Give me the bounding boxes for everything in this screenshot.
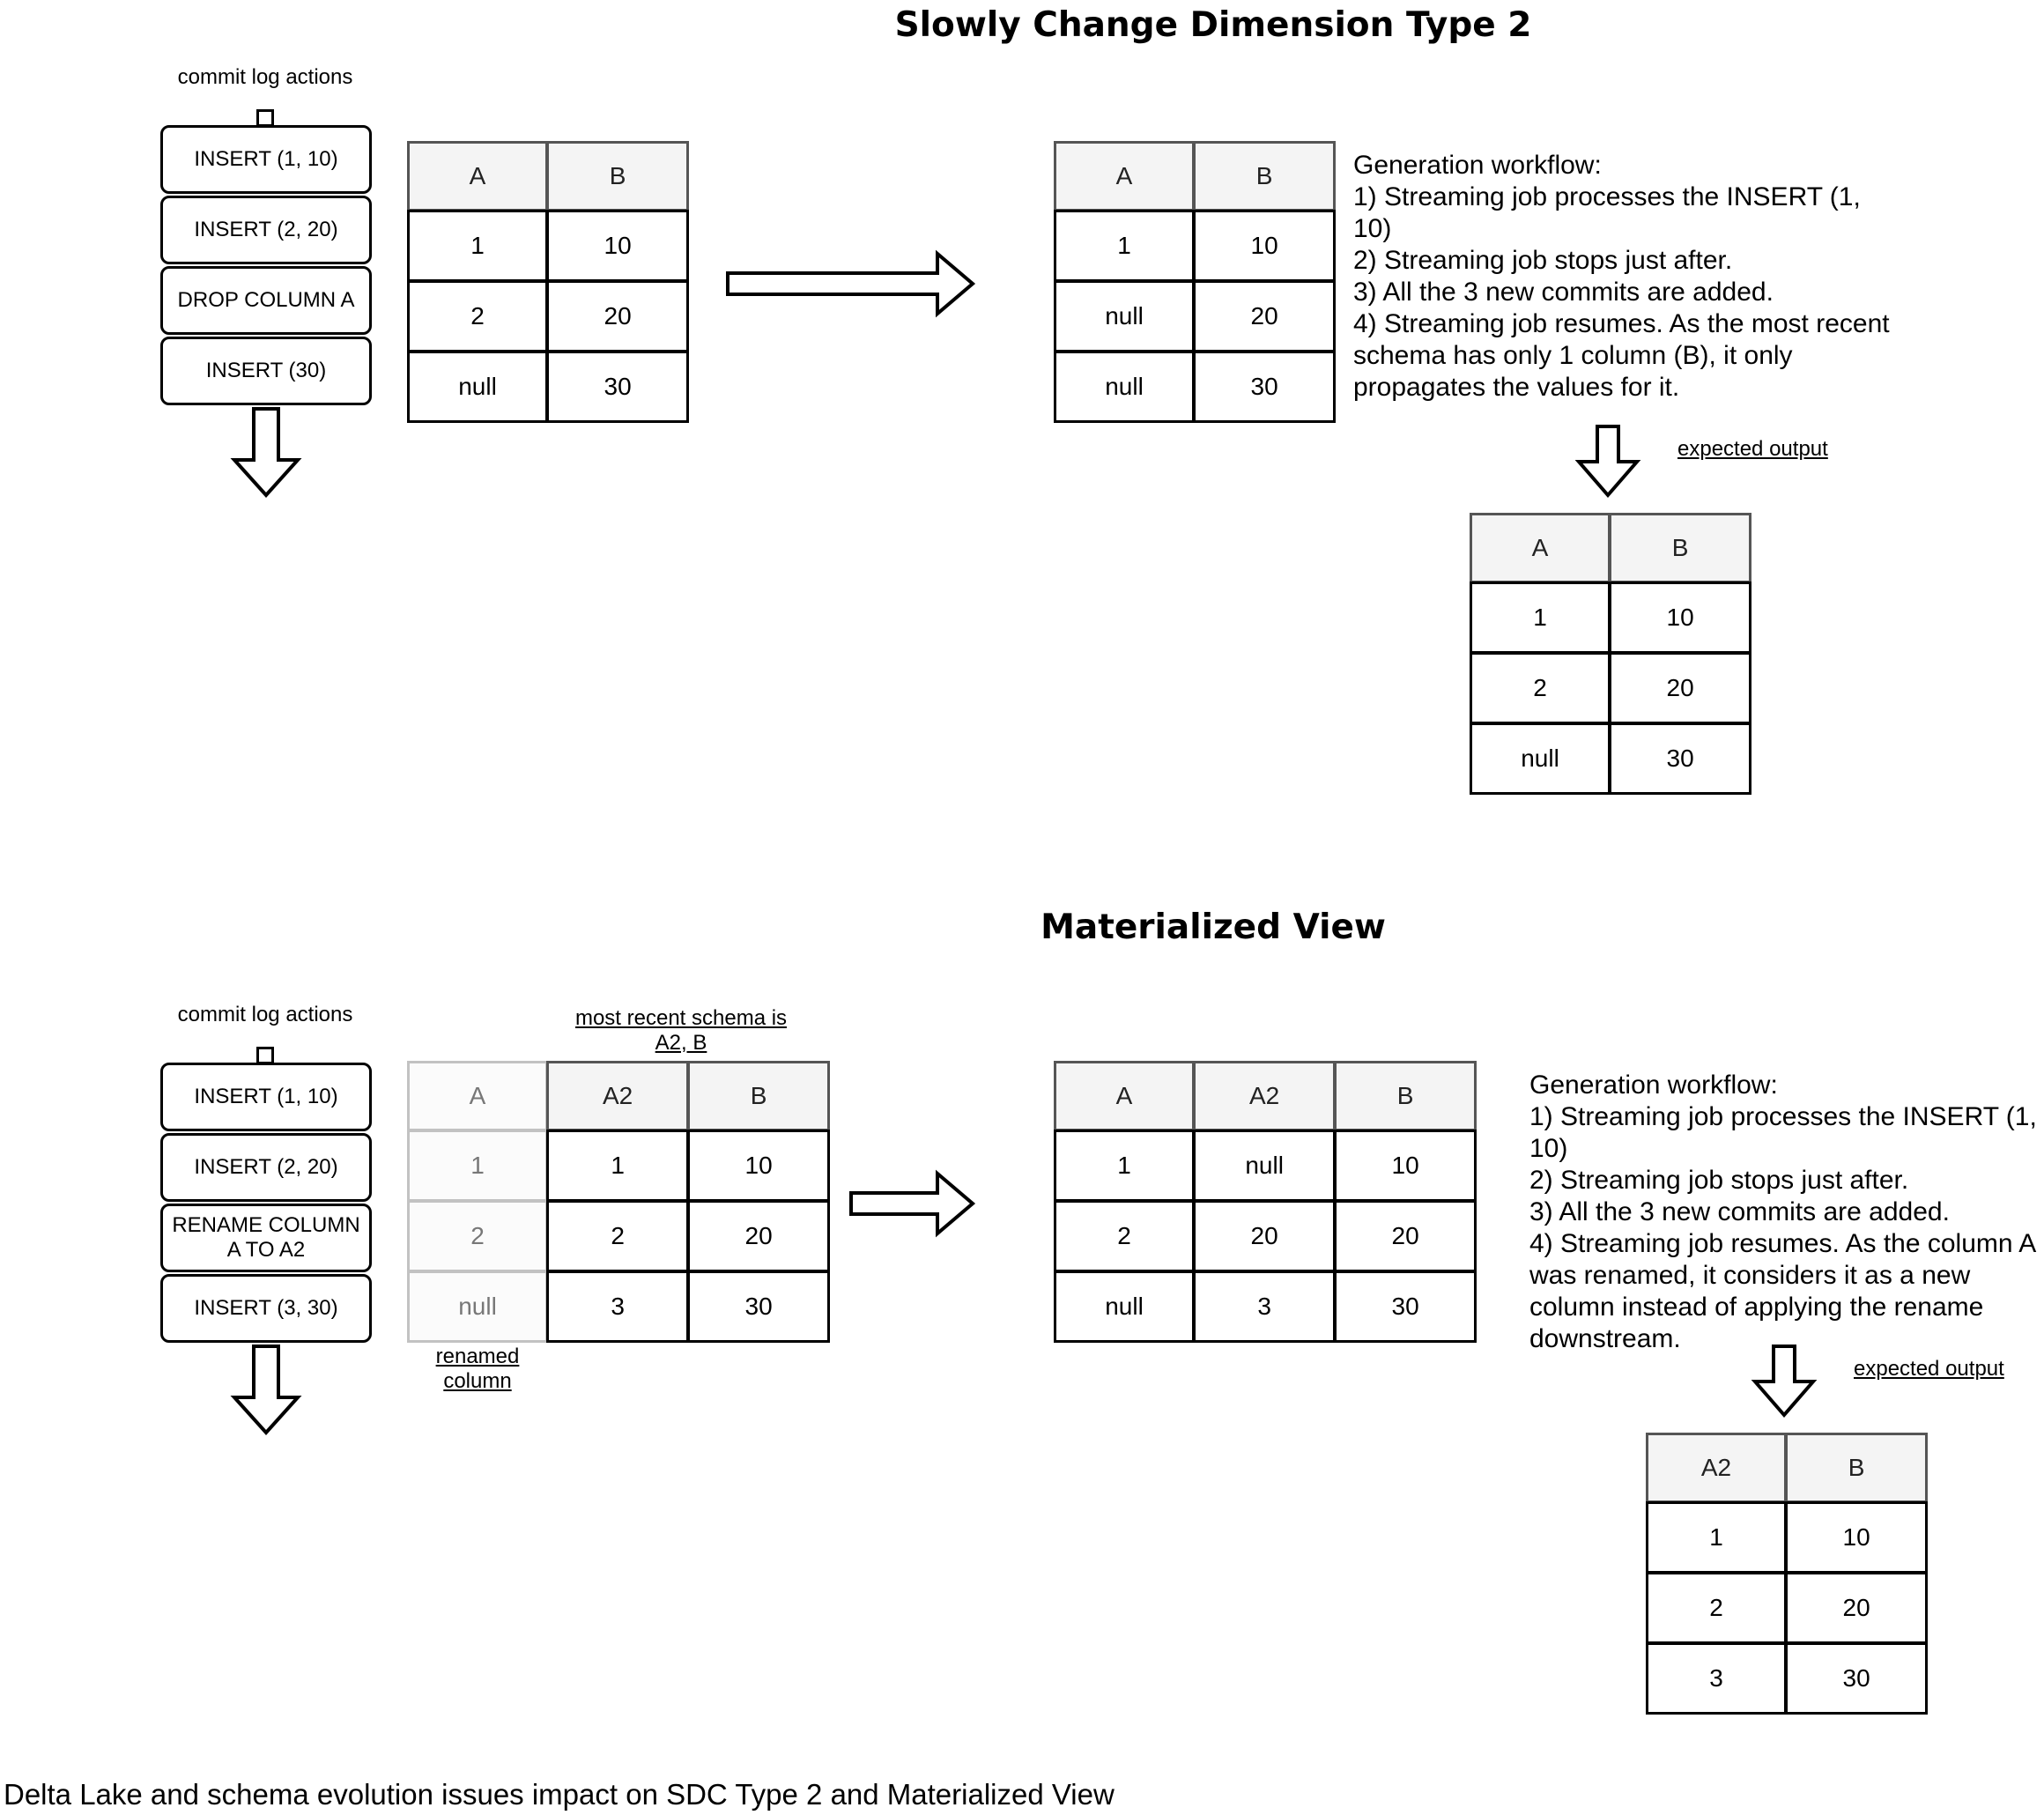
mv-log-down-arrow-icon	[230, 1345, 302, 1435]
table-cell: 2	[1054, 1200, 1195, 1272]
table-header-cell: A	[1470, 513, 1611, 583]
table-cell: 20	[1334, 1200, 1477, 1272]
workflow-step: 4) Streaming job resumes. As the column …	[1529, 1229, 2035, 1353]
scd2-log-label: commit log actions	[177, 65, 353, 89]
scd2-log-item[interactable]: INSERT (2, 20)	[160, 196, 372, 264]
mv-renamed-note: renamed column	[435, 1345, 520, 1393]
table-cell: 10	[1193, 210, 1336, 282]
mv-log-item[interactable]: INSERT (2, 20)	[160, 1133, 372, 1202]
table-cell: 20	[1609, 652, 1751, 724]
workflow-step: 3) All the 3 new commits are added.	[1353, 278, 1774, 307]
table-cell: null	[1054, 1270, 1195, 1343]
table-cell: 20	[687, 1200, 830, 1272]
table-header-cell: A	[1054, 141, 1195, 211]
table-cell: 1	[546, 1130, 689, 1202]
table-cell: 30	[1334, 1270, 1477, 1343]
table-cell: 20	[1785, 1572, 1928, 1644]
table-header-cell: B	[546, 141, 689, 211]
table-cell: 30	[1609, 722, 1751, 795]
table-cell: 2	[407, 280, 548, 352]
table-header-cell: B	[1334, 1061, 1477, 1131]
table-cell: 20	[546, 280, 689, 352]
scd2-log-down-arrow-icon	[230, 407, 302, 498]
table-cell: 10	[1334, 1130, 1477, 1202]
table-cell: null	[1054, 280, 1195, 352]
table-cell: 10	[1785, 1501, 1928, 1574]
table-cell: 30	[687, 1270, 830, 1343]
table-cell: 2	[546, 1200, 689, 1272]
table-cell: 1	[1054, 1130, 1195, 1202]
table-header-cell: A2	[1193, 1061, 1336, 1131]
table-cell: 3	[1646, 1642, 1787, 1715]
table-cell: 1	[407, 210, 548, 282]
table-cell: 1	[1470, 582, 1611, 654]
workflow-step: 1) Streaming job processes the INSERT (1…	[1353, 182, 1861, 243]
table-header-cell: B	[1193, 141, 1336, 211]
mv-log-item[interactable]: INSERT (1, 10)	[160, 1063, 372, 1131]
table-cell: null	[407, 351, 548, 423]
workflow-step: 4) Streaming job resumes. As the most re…	[1353, 309, 1890, 402]
table-header-cell: B	[1785, 1433, 1928, 1503]
scd2-title: Slowly Change Dimension Type 2	[894, 5, 1532, 45]
scd2-expected-down-arrow-icon	[1574, 425, 1641, 499]
scd2-log-item[interactable]: INSERT (30)	[160, 337, 372, 405]
table-cell: 3	[546, 1270, 689, 1343]
table-cell: 20	[1193, 1200, 1336, 1272]
table-cell: 3	[1193, 1270, 1336, 1343]
table-cell: 30	[1193, 351, 1336, 423]
scd2-log-item[interactable]: INSERT (1, 10)	[160, 125, 372, 194]
mv-log-label: commit log actions	[177, 1003, 353, 1026]
table-header-cell: A2	[546, 1061, 689, 1131]
table-cell: 30	[1785, 1642, 1928, 1715]
table-cell: 1	[1054, 210, 1195, 282]
table-header-cell: B	[1609, 513, 1751, 583]
mv-schema-note: most recent schema is A2, B	[574, 1006, 788, 1055]
workflow-step: 2) Streaming job stops just after.	[1353, 246, 1733, 275]
table-cell: 30	[546, 351, 689, 423]
table-header-cell: A	[407, 1061, 548, 1131]
table-cell: 2	[1646, 1572, 1787, 1644]
scd2-log-item[interactable]: DROP COLUMN A	[160, 266, 372, 335]
scd2-expected-label: expected output	[1677, 437, 1828, 461]
mv-right-arrow-icon	[849, 1169, 976, 1238]
table-header-cell: B	[687, 1061, 830, 1131]
table-cell: null	[1193, 1130, 1336, 1202]
table-cell: 1	[407, 1130, 548, 1202]
table-cell: null	[407, 1270, 548, 1343]
workflow-heading: Generation workflow:	[1529, 1070, 1778, 1100]
table-cell: null	[1054, 351, 1195, 423]
table-cell: 1	[1646, 1501, 1787, 1574]
workflow-step: 1) Streaming job processes the INSERT (1…	[1529, 1102, 2037, 1163]
table-cell: 10	[546, 210, 689, 282]
table-cell: 10	[687, 1130, 830, 1202]
scd2-log-top-connector	[256, 109, 274, 127]
table-header-cell: A2	[1646, 1433, 1787, 1503]
table-cell: 10	[1609, 582, 1751, 654]
mv-expected-down-arrow-icon	[1751, 1345, 1818, 1419]
table-header-cell: A	[1054, 1061, 1195, 1131]
workflow-step: 2) Streaming job stops just after.	[1529, 1166, 1909, 1195]
workflow-step: 3) All the 3 new commits are added.	[1529, 1197, 1950, 1226]
table-cell: 2	[407, 1200, 548, 1272]
table-cell: null	[1470, 722, 1611, 795]
workflow-heading: Generation workflow:	[1353, 151, 1602, 180]
mv-log-item[interactable]: RENAME COLUMN A TO A2	[160, 1204, 372, 1272]
scd2-workflow: Generation workflow: 1) Streaming job pr…	[1353, 150, 1900, 404]
mv-log-item[interactable]: INSERT (3, 30)	[160, 1274, 372, 1343]
table-cell: 2	[1470, 652, 1611, 724]
table-header-cell: A	[407, 141, 548, 211]
mv-workflow: Generation workflow: 1) Streaming job pr…	[1529, 1070, 2040, 1355]
mv-expected-label: expected output	[1854, 1357, 2004, 1381]
scd2-right-arrow-icon	[726, 249, 976, 318]
mv-title: Materialized View	[1041, 908, 1386, 947]
table-cell: 20	[1193, 280, 1336, 352]
mv-log-top-connector	[256, 1047, 274, 1064]
figure-caption: Delta Lake and schema evolution issues i…	[4, 1778, 1115, 1811]
